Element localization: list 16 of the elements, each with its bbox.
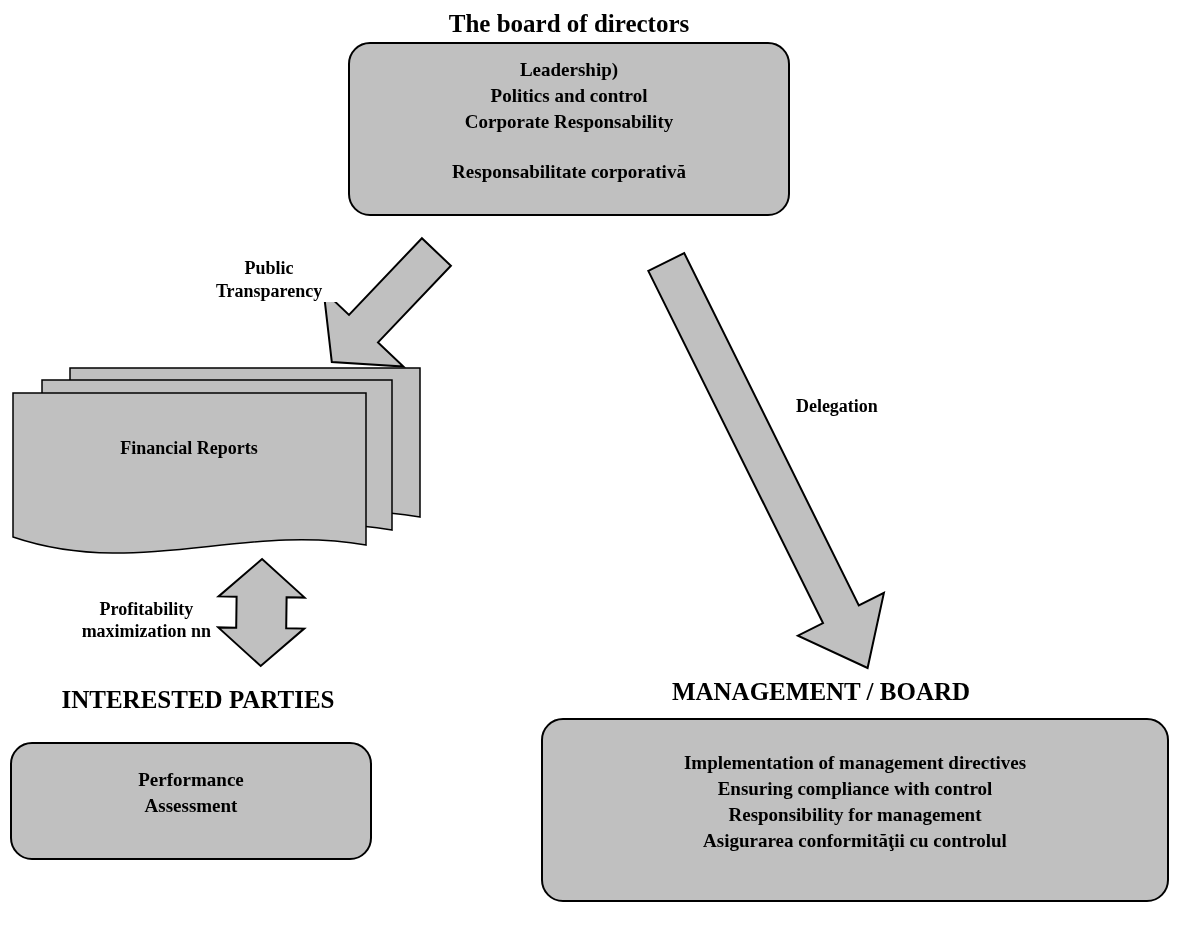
- node-text: Financial Reports: [120, 436, 258, 460]
- node-text: Responsabilitate corporativă: [452, 160, 686, 185]
- block-arrow: [646, 251, 886, 670]
- node-text: Performance Assessment: [137, 767, 245, 818]
- heading: The board of directors: [448, 9, 690, 39]
- block-arrow: [215, 557, 308, 668]
- heading: MANAGEMENT / BOARD: [671, 677, 971, 707]
- heading: INTERESTED PARTIES: [61, 685, 335, 715]
- node-text: Politics and control: [490, 83, 648, 108]
- node-text: Asigurarea conformităţii cu controlul: [703, 829, 1007, 854]
- node-text: Implementation of management directives: [683, 750, 1027, 775]
- node-text: Ensuring compliance with control: [717, 776, 993, 801]
- node-text: Responsibility for management: [728, 803, 982, 827]
- node-text: Corporate Responsability: [464, 110, 674, 134]
- node-text: Leadership): [519, 57, 619, 82]
- block-arrow: [322, 236, 453, 368]
